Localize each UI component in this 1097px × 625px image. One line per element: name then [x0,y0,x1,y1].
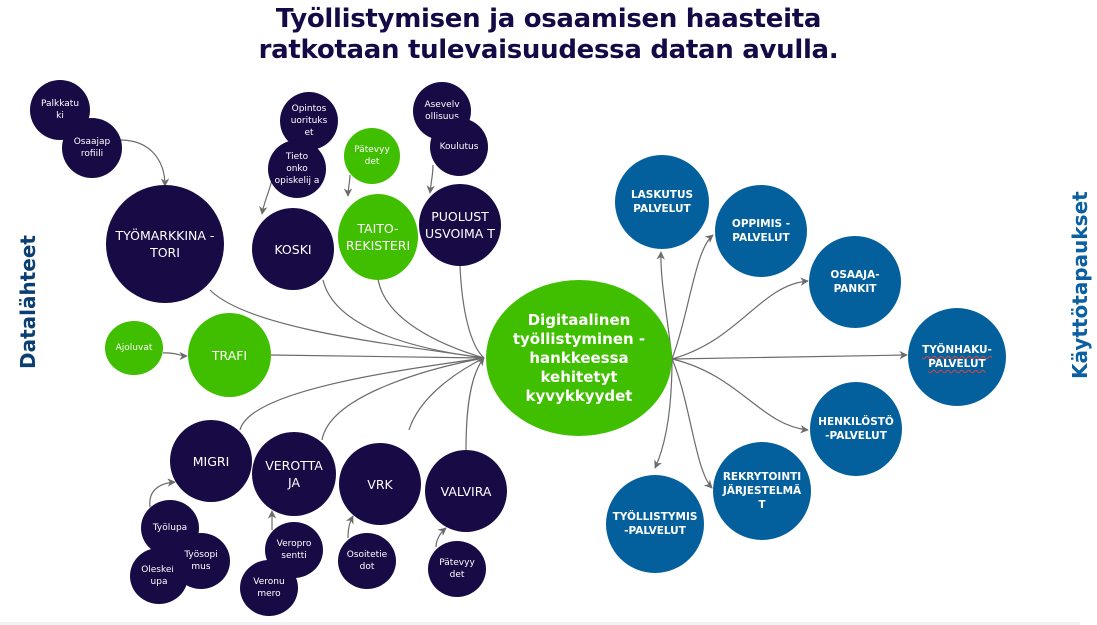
link-koulutus-puolustusvoimat [426,164,435,194]
node-patevyydet-valvira: Pätevyy det [428,541,486,597]
hub-node: Digitaalinen työllistyminen -hankkeessa … [486,280,672,436]
node-tyosopimus: Työsopi mus [172,533,230,589]
link-taitorekisteri-hub [377,278,485,359]
node-valvira: VALVIRA [425,450,507,532]
node-oppimis-palvelut: OPPIMIS -PALVELUT [715,185,807,277]
footer-strip [0,622,1080,625]
node-veroprosentti: Veropro sentti [265,522,323,578]
node-patevyydet-taito: Pätevyy det [344,128,400,184]
link-tyolupa-migri [149,478,176,508]
node-koulutus: Koulutus [430,118,488,176]
link-vrk-hub [408,357,485,431]
link-hub-oppimis [671,234,714,360]
link-osaajaprofiili-tyomarkkinatori [119,139,170,187]
link-tieto-koski [259,179,273,215]
link-osoitetiedot-vrk [345,515,354,539]
link-valvira-hub [465,357,485,451]
link-trafi-hub [270,354,485,359]
link-koski-hub [322,279,485,359]
link-hub-osaajapankit [671,277,809,360]
node-verottaja: VEROTTA JA [252,432,336,516]
node-migri: MIGRI [170,420,252,502]
node-laskutus-palvelut: LASKUTUS PALVELUT [615,155,709,249]
link-verottaja-hub [321,357,485,441]
node-tieto-opiskelija: Tieto onko opiskelij a [268,140,326,198]
node-vrk: VRK [339,443,421,525]
node-henkilosto-palvelut: HENKILÖSTÖ -PALVELUT [810,382,902,476]
title-line-2: ratkotaan tulevaisuudessa datan avulla. [258,35,839,65]
node-osaajapankit: OSAAJA- PANKIT [809,236,901,328]
node-tyomarkkinatori: TYÖMARKKINA -TORI [106,185,224,303]
link-migri-hub [239,357,485,431]
node-tyollistymis-palvelut: TYÖLLISTYMIS -PALVELUT [606,475,704,573]
link-puolustusvoimat-hub [459,265,485,359]
link-patevyydet-valvira [435,527,447,548]
link-ajoluvat-trafi [162,351,188,361]
node-veronumero: Veronu mero [240,560,298,616]
node-rekrytointi-jarjestelmat: REKRYTOINTI JÄRJESTELMÄ T [713,442,811,540]
link-hub-tyollistymis [654,358,673,469]
node-koski: KOSKI [252,208,334,290]
node-asevelvollisuus: Asevelv ollisuus [413,82,471,140]
node-osaajaprofiili: Osaajap rofiili [62,118,122,178]
node-ajoluvat: Ajoluvat [105,321,163,375]
link-hub-henkilosto [671,358,809,434]
node-puolustusvoimat: PUOLUST USVOIMA T [419,184,501,266]
link-patevyydet-taitorekisteri [343,174,353,197]
diagram-title: Työllistymisen ja osaamisen haasteita ra… [0,4,1097,66]
node-osoitetiedot: Osoitetie dot [338,533,396,589]
title-line-1: Työllistymisen ja osaamisen haasteita [275,4,822,34]
node-trafi: TRAFI [188,313,271,397]
node-taitorekisteri: TAITO- REKISTERI [338,194,418,280]
link-hub-tyonhaku [671,350,908,360]
node-tyonhaku-palvelut: TYÖNHAKU- PALVELUT [908,308,1006,406]
link-hub-rekrytointi [671,358,713,489]
